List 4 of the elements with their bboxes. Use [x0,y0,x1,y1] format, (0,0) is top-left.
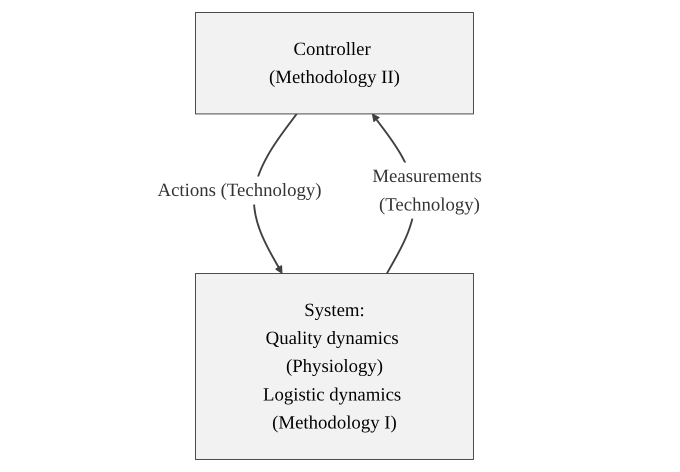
edge-label: Actions (Technology) [157,180,322,201]
edge-label: Measurements (Technology) [372,166,482,215]
node-box: Controller (Methodology II) [194,12,474,114]
node-box: System: Quality dynamics (Physiology) Logistic dynamics (Methodology I) [194,273,474,460]
